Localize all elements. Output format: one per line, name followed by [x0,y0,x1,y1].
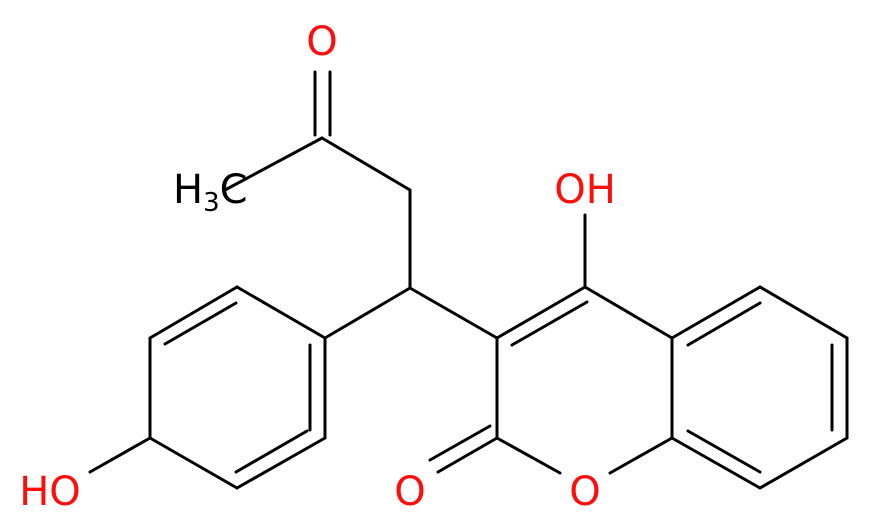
bond-c3-c4-double-2 [510,300,589,347]
bond-phenyl-5 [235,436,327,490]
bond-c2-carbonyl-2 [428,424,492,462]
bond-c2-o1 [495,436,562,475]
bond-phenyl-inner-2 [234,429,309,474]
bond-o1-c8a [608,436,674,475]
bond-phenyl-4 [148,436,239,490]
bond-c2-carbonyl-1 [436,436,499,474]
bond-ch-c3 [408,286,499,340]
bond-carbonyl-ch2 [320,136,412,192]
bond-c4a-c5 [670,285,762,340]
bond-phenyl-1 [235,285,327,340]
bond-c4-c4a [583,285,674,340]
atom-label-ring-oxygen: O [569,469,600,515]
atom-label-phenol-ho: HO [19,469,81,515]
atom-label-lactone-carbonyl-oxygen: O [394,469,425,515]
bond-c8-c8a [670,436,762,490]
bond-lines [88,70,849,490]
methyl-c: C [220,167,248,213]
bond-benzo-inner-3 [686,429,762,474]
bond-phenol-oh [88,436,152,474]
bond-c7-c8 [758,436,849,490]
bond-phenyl-2 [148,285,239,340]
methyl-h: H [173,167,203,213]
atom-label-carbonyl-oxygen: O [306,19,337,65]
bond-c5-c6 [758,285,849,340]
bond-phenyl-inner-1 [163,301,238,346]
atom-labels: O H3C OH HO O O [19,19,616,515]
atom-label-enol-oh: OH [554,167,616,213]
bond-benzo-inner-1 [686,301,762,347]
bond-carbonyl-methyl [223,136,324,192]
methyl-subscript: 3 [203,188,220,218]
bond-ch-phenyl [323,286,412,340]
bond-c3-c4-double-1 [495,285,587,340]
atom-label-methyl: H3C [173,167,248,218]
